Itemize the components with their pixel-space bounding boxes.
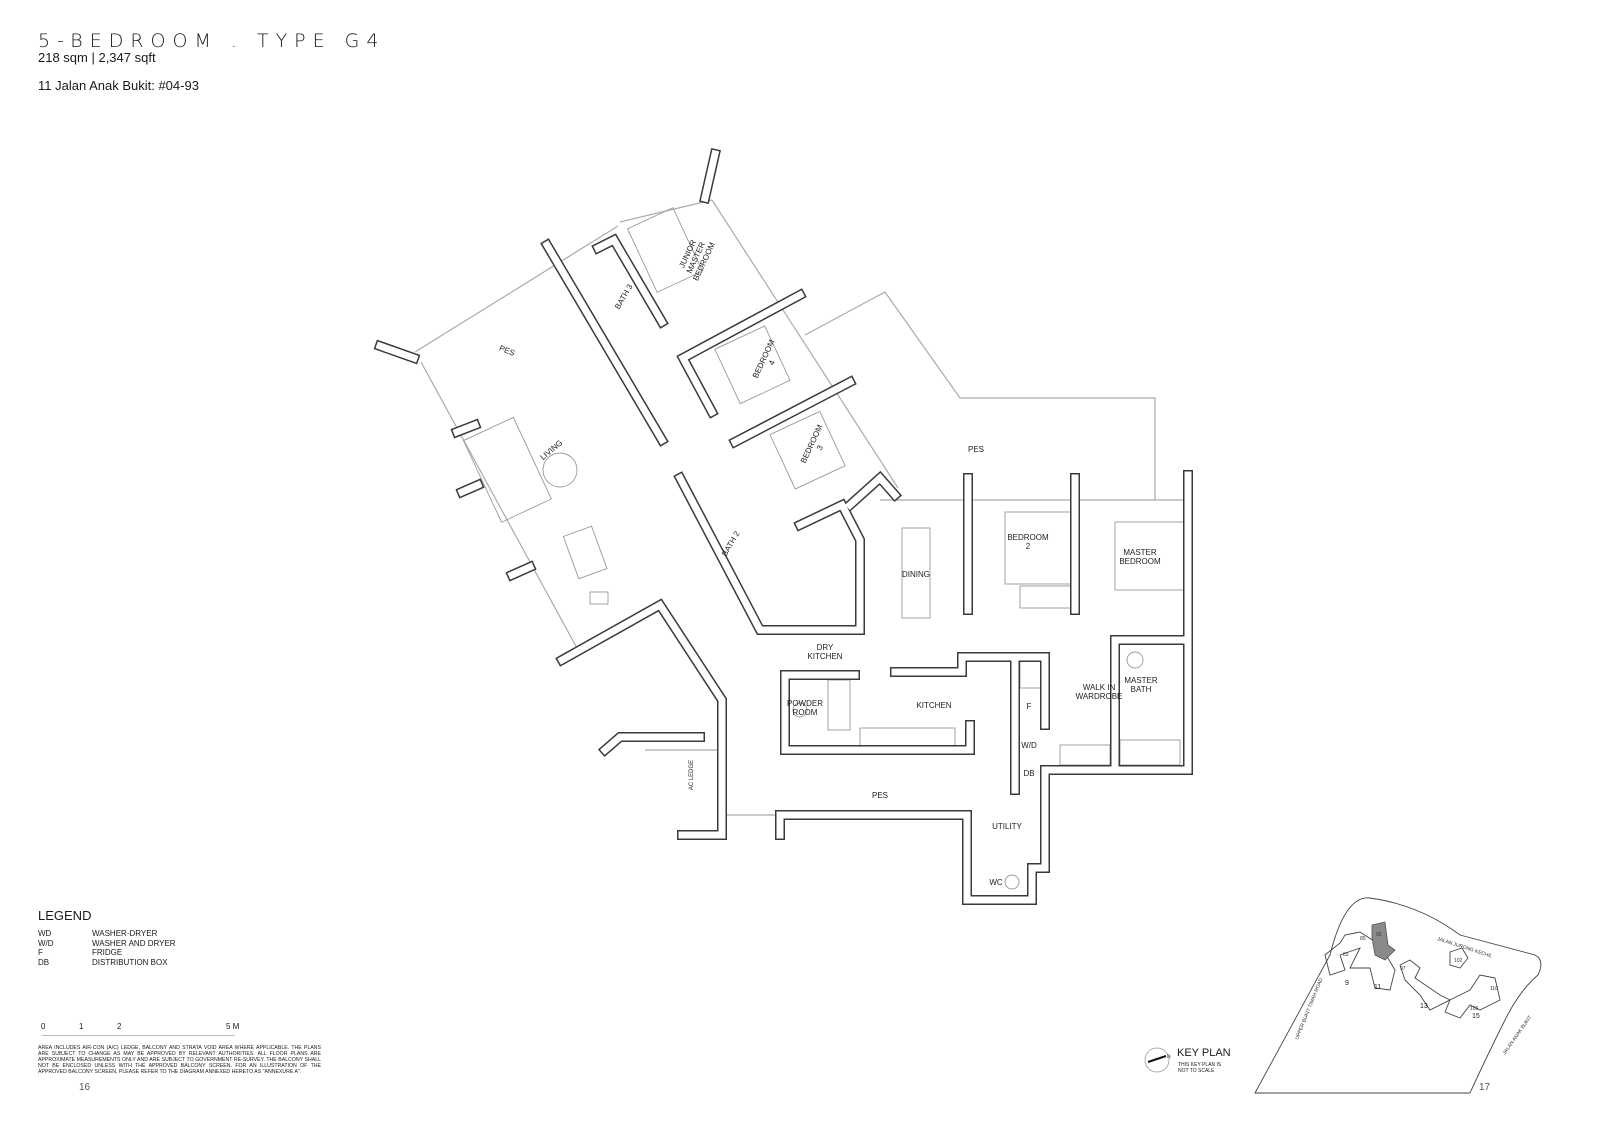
north-compass-icon: N	[1144, 1047, 1171, 1073]
svg-text:110: 110	[1490, 986, 1498, 992]
scale-tick: 2	[117, 1022, 122, 1031]
highlighted-unit-block	[1371, 921, 1396, 961]
key-plan-note-line: NOT TO SCALE	[1178, 1068, 1215, 1074]
room-label-junior-master-bedroom: JUNIORMASTERBEDROOM	[675, 233, 717, 282]
room-label-pes: PES	[498, 344, 516, 358]
scale-tick: 5 M	[226, 1022, 240, 1031]
svg-text:11: 11	[1374, 984, 1381, 991]
room-label-bedroom-3: BEDROOM3	[799, 423, 833, 468]
furniture	[462, 207, 1186, 890]
svg-text:106: 106	[1470, 1006, 1479, 1012]
disclaimer: AREA INCLUDES AIR-CON (A/C) LEDGE, BALCO…	[38, 1045, 321, 1075]
room-label-distribution-box: DB	[1023, 769, 1034, 778]
svg-text:13: 13	[1420, 1003, 1428, 1010]
room-label-bath-2: BATH 2	[720, 529, 742, 558]
unit-address: 11 Jalan Anak Bukit: #04-93	[38, 78, 199, 93]
svg-text:N: N	[1167, 1054, 1171, 1060]
room-label-fridge: F	[1027, 702, 1032, 711]
key-plan-title: KEY PLAN	[1177, 1047, 1231, 1059]
svg-text:9: 9	[1345, 980, 1349, 987]
room-label-bath-3: BATH 3	[613, 282, 635, 311]
room-label-utility: UTILITY	[992, 822, 1022, 831]
svg-text:15: 15	[1472, 1013, 1480, 1020]
page-number-right: 17	[1479, 1082, 1491, 1093]
unit-type-title: 5-BEDROOM . TYPE G4	[38, 30, 386, 52]
key-plan-note-line: THIS KEY PLAN IS	[1178, 1062, 1222, 1068]
room-label-kitchen: KITCHEN	[916, 701, 951, 710]
room-label-pes: PES	[968, 445, 984, 454]
scale-tick: 0	[41, 1022, 46, 1031]
svg-text:97: 97	[1400, 966, 1406, 972]
room-label-living: LIVING	[538, 438, 564, 462]
svg-text:JALAN ANAK BUKIT: JALAN ANAK BUKIT	[1502, 1015, 1534, 1056]
svg-text:93: 93	[1376, 932, 1382, 938]
svg-text:83: 83	[1343, 952, 1349, 958]
scale-bar: 0 1 2 5 M	[38, 1022, 248, 1036]
page-number-left: 16	[79, 1082, 91, 1093]
room-label-dining: DINING	[902, 570, 930, 579]
svg-text:102: 102	[1454, 958, 1463, 964]
scale-line	[42, 1035, 235, 1036]
scale-tick: 1	[79, 1022, 84, 1031]
svg-text:85: 85	[1360, 936, 1366, 942]
room-label-pes: PES	[872, 791, 888, 800]
room-label-wc: WC	[989, 878, 1003, 887]
room-label-washer-dryer: W/D	[1021, 741, 1037, 750]
walls	[373, 148, 1193, 905]
room-label-bedroom-4: BEDROOM4	[751, 338, 785, 383]
legend-title: LEGEND	[38, 908, 92, 923]
room-label-ac-ledge: AC LEDGE	[689, 760, 695, 790]
unit-area: 218 sqm | 2,347 sqft	[38, 50, 156, 65]
svg-text:UPPER BUKIT TIMAH ROAD: UPPER BUKIT TIMAH ROAD	[1294, 977, 1324, 1041]
svg-text:JALAN JURONG KECHIL: JALAN JURONG KECHIL	[1436, 936, 1493, 960]
key-plan-note: THIS KEY PLAN IS NOT TO SCALE	[1178, 1062, 1221, 1074]
